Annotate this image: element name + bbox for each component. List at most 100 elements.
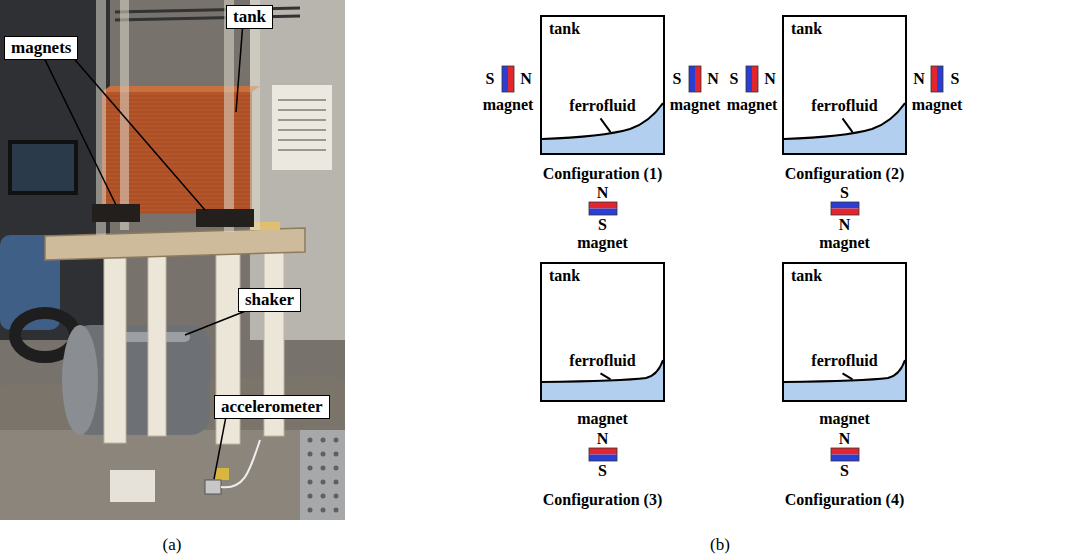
paper-line — [278, 119, 326, 121]
magnet-outline — [589, 448, 617, 461]
connector — [215, 468, 229, 480]
magnet-outline — [502, 66, 514, 92]
table-hole — [334, 438, 339, 443]
leader-line — [236, 29, 242, 112]
callout-box: accelerometer — [214, 395, 330, 419]
tank-label: tank — [549, 267, 580, 285]
lab-background — [0, 0, 110, 340]
magnet-pole — [589, 448, 617, 455]
magnet-pole — [831, 455, 859, 462]
table-hole — [308, 508, 313, 513]
paper-sheet — [272, 85, 332, 170]
pole-letter: S — [598, 462, 607, 480]
pole-letter: S — [486, 70, 495, 88]
configuration-caption: Configuration (4) — [785, 491, 905, 509]
platform — [45, 228, 305, 260]
table-hole — [308, 438, 313, 443]
paper-line — [278, 129, 326, 131]
leader-line — [214, 419, 226, 479]
table-hole — [334, 508, 339, 513]
magnet-outline — [746, 66, 758, 92]
monitor — [8, 140, 78, 195]
table-hole — [308, 494, 313, 499]
table-hole — [321, 494, 326, 499]
accelerometer-wire — [221, 440, 260, 487]
tank-label: tank — [791, 267, 822, 285]
magnet-pole — [752, 66, 758, 92]
ferrofluid-label: ferrofluid — [811, 97, 877, 115]
pole-letter: N — [913, 70, 925, 88]
pole-letter: N — [707, 70, 719, 88]
magnet-symbol: S Nmagnet — [660, 62, 730, 114]
support-column — [148, 256, 166, 436]
optical-table — [300, 430, 345, 520]
pole-letter: N — [839, 216, 851, 234]
pole-letter: S — [951, 70, 960, 88]
magnet-pole — [502, 66, 508, 92]
magnet-outline — [589, 202, 617, 215]
table-hole — [321, 480, 326, 485]
magnet-symbol: magnetNS — [568, 410, 638, 480]
tank-outline: tank ferrofluid — [782, 15, 907, 155]
magnet-pole — [831, 448, 859, 455]
magnet-pole — [937, 66, 943, 92]
magnet-label: magnet — [577, 234, 628, 252]
table-hole — [334, 480, 339, 485]
table-hole — [334, 494, 339, 499]
magnet-pole — [695, 66, 701, 92]
callout-label: accelerometer — [221, 397, 323, 417]
magnet-bar — [92, 204, 140, 222]
leader-line — [601, 373, 611, 379]
pole-letter: N — [597, 184, 609, 202]
configuration-caption: Configuration (1) — [543, 165, 663, 183]
tank-interior — [784, 264, 905, 400]
callout-box: shaker — [238, 288, 301, 312]
ferrofluid-label: ferrofluid — [569, 97, 635, 115]
base-panel — [0, 430, 300, 520]
leader-line — [843, 373, 853, 379]
table-hole — [321, 438, 326, 443]
table-hole — [321, 508, 326, 513]
monitor-screen — [12, 144, 74, 191]
magnet-outline — [831, 202, 859, 215]
pole-letter: N — [520, 70, 532, 88]
magnet-label: magnet — [819, 234, 870, 252]
pole-letter: N — [839, 430, 851, 448]
sticker — [110, 470, 155, 502]
acrylic-rod — [250, 0, 260, 230]
pole-letter: S — [840, 462, 849, 480]
accelerometer-body — [205, 480, 221, 494]
callout-box: tank — [226, 5, 273, 29]
callout-label: tank — [233, 7, 266, 27]
magnet-label: magnet — [727, 96, 778, 114]
pole-letter: S — [730, 70, 739, 88]
tank-outline: tank ferrofluid — [782, 262, 907, 402]
paper-line — [278, 139, 326, 141]
paper-line — [278, 99, 326, 101]
magnet-symbol: NSmagnet — [902, 62, 972, 114]
magnet-pole — [931, 66, 937, 92]
photo — [0, 0, 345, 520]
table-hole — [308, 466, 313, 471]
tank-outline: tankferrofluid — [540, 262, 665, 402]
ferrofluid-label: ferrofluid — [811, 352, 877, 370]
configuration-caption: Configuration (2) — [785, 165, 905, 183]
leader-line — [601, 118, 611, 132]
configuration-caption: Configuration (3) — [543, 491, 663, 509]
tank-interior — [542, 17, 663, 153]
table-hole — [308, 480, 313, 485]
table-hole — [308, 452, 313, 457]
magnet-outline — [831, 448, 859, 461]
magnet-symbol: magnetNS — [810, 410, 880, 480]
panel-label: (b) — [710, 535, 730, 555]
pole-letter: S — [840, 184, 849, 202]
magnet-label: magnet — [670, 96, 721, 114]
leader-line — [843, 118, 853, 132]
magnet-pole — [831, 209, 859, 216]
tank-label: tank — [791, 20, 822, 38]
callout-label: magnets — [11, 38, 71, 58]
magnet-label: magnet — [577, 410, 628, 428]
pole-letter: S — [673, 70, 682, 88]
table-hole — [334, 452, 339, 457]
